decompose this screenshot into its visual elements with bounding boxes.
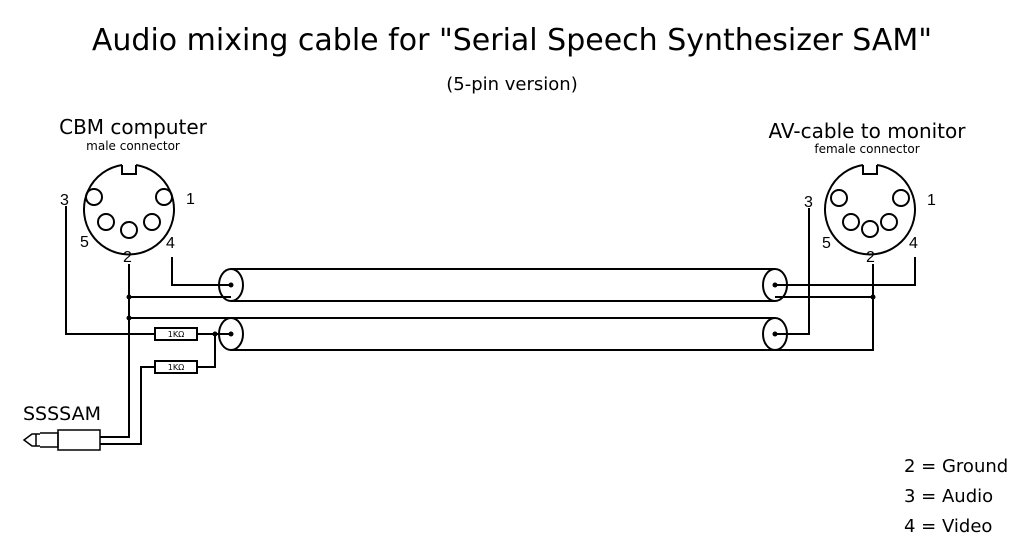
- right-connector-subtitle: female connector: [814, 142, 920, 156]
- left-pin-3-wire: [65, 206, 155, 335]
- left-pin-2-socket: [120, 221, 138, 239]
- legend-video: 4 = Video: [904, 516, 993, 537]
- jack-signal-wire: [100, 366, 155, 445]
- diagram-title: Audio mixing cable for "Serial Speech Sy…: [91, 23, 933, 58]
- right-pin-1-number: 1: [927, 192, 936, 209]
- legend-audio: 3 = Audio: [904, 486, 994, 507]
- left-pin-2-number: 2: [123, 249, 132, 266]
- right-din-connector: [824, 164, 916, 256]
- right-pin-4-wire: [775, 257, 916, 286]
- legend-ground: 2 = Ground: [904, 456, 1009, 477]
- right-pin-1-socket: [892, 189, 910, 207]
- left-pin-3-socket: [85, 188, 103, 206]
- right-pin-3-socket: [830, 189, 848, 207]
- right-pin-3-number: 3: [804, 194, 813, 211]
- left-connector-subtitle: male connector: [86, 139, 180, 153]
- left-pin-2-wire: [100, 264, 130, 438]
- left-pin-4-wire: [171, 257, 231, 286]
- left-pin-4-number: 4: [166, 235, 175, 252]
- right-pin-2-socket: [861, 220, 879, 238]
- right-pin-3-wire: [775, 208, 810, 335]
- left-pin-1-socket: [155, 188, 173, 206]
- video-coax-cable: [218, 268, 788, 302]
- left-pin-5-socket: [97, 213, 115, 231]
- left-pin-1-number: 1: [186, 191, 195, 208]
- resistor-2-label: 1KΩ: [168, 363, 184, 372]
- right-pin-4-socket: [880, 213, 898, 231]
- left-pin-3-number: 3: [60, 192, 69, 209]
- right-pin-2-number: 2: [866, 249, 875, 266]
- right-pin-5-number: 5: [822, 235, 831, 252]
- audio-coax-cable: [218, 317, 788, 351]
- jack-label: SSSSAM: [23, 403, 101, 425]
- diagram-subtitle: (5-pin version): [446, 74, 578, 95]
- right-pin-4-number: 4: [909, 235, 918, 252]
- left-pin-4-socket: [143, 213, 161, 231]
- right-pin-5-socket: [842, 213, 860, 231]
- left-din-connector: [83, 164, 175, 256]
- left-connector-title: CBM computer: [59, 115, 207, 139]
- resistor-1-label: 1KΩ: [168, 330, 184, 339]
- junction-dots: [126, 282, 876, 337]
- resistor-2-lead: [197, 334, 216, 368]
- right-connector-title: AV-cable to monitor: [768, 119, 966, 143]
- audio-jack-plug: [22, 429, 101, 451]
- right-pin-2-wire: [775, 264, 874, 351]
- left-pin-5-number: 5: [80, 234, 89, 251]
